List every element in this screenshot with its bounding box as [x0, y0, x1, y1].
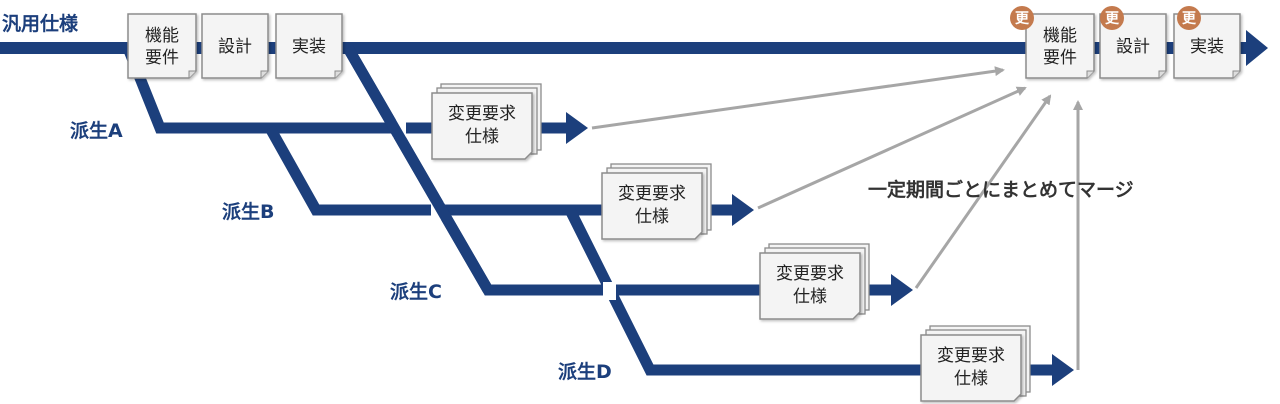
- change-request-c-line1: 変更要求: [776, 264, 844, 284]
- branch-c-over: [343, 45, 493, 293]
- main-end-doc-impl: [1173, 13, 1241, 79]
- merge-arrow-c: [914, 94, 1052, 289]
- main-branch-label: 汎用仕様: [2, 12, 79, 35]
- update-badge-1: 更: [1010, 6, 1034, 30]
- branch-b-label: 派生B: [222, 200, 274, 223]
- branch-d-arrowhead: [1052, 354, 1074, 386]
- change-request-stack-b: [601, 163, 712, 240]
- main-start-doc-1-line2: 要件: [145, 48, 179, 68]
- change-request-stack-d: [920, 325, 1031, 402]
- branch-a-label: 派生A: [70, 119, 123, 142]
- svg-text:更: 更: [1105, 11, 1120, 27]
- main-end-doc-machine: [1025, 13, 1095, 79]
- branch-b-line: [265, 125, 735, 216]
- change-request-b-line1: 変更要求: [618, 184, 686, 204]
- change-request-a-line2: 仕様: [465, 127, 499, 147]
- merge-arrow-b: [757, 86, 1027, 210]
- branch-b-arrowhead: [732, 194, 754, 226]
- change-request-c-line2: 仕様: [793, 287, 827, 307]
- main-end-doc-1-line2: 要件: [1043, 48, 1077, 68]
- branch-a-arrowhead: [566, 112, 588, 144]
- branch-arrowheads: [566, 112, 1074, 386]
- main-end-doc-design: [1099, 13, 1167, 79]
- main-end-doc-3-line1: 実装: [1190, 37, 1224, 57]
- main-branch-arrowhead: [1246, 30, 1268, 66]
- main-start-doc-impl: [275, 13, 343, 79]
- main-start-doc-1-line1: 機能: [145, 26, 179, 46]
- update-badge-3: 更: [1177, 6, 1201, 30]
- main-end-doc-1-line1: 機能: [1043, 26, 1077, 46]
- branch-d-line: [565, 207, 1055, 376]
- merge-note: 一定期間ごとにまとめてマージ: [868, 178, 1134, 201]
- change-request-stack-c: [759, 243, 870, 320]
- gap-c: [603, 282, 616, 300]
- change-request-a-line1: 変更要求: [448, 104, 516, 124]
- merge-arrows: [591, 66, 1083, 370]
- change-request-d-line1: 変更要求: [937, 346, 1005, 366]
- main-start-doc-2-line1: 設計: [218, 37, 252, 57]
- main-start-doc-machine: [127, 13, 197, 79]
- branch-d-label: 派生D: [558, 360, 612, 383]
- branch-c-label: 派生C: [390, 280, 442, 303]
- merge-arrow-a: [591, 66, 1005, 130]
- main-start-doc-3-line1: 実装: [292, 37, 326, 57]
- svg-text:更: 更: [1015, 11, 1030, 27]
- main-start-doc-design: [201, 13, 269, 79]
- svg-text:更: 更: [1182, 11, 1197, 27]
- change-request-b-line2: 仕様: [635, 207, 669, 227]
- change-request-d-line2: 仕様: [954, 369, 988, 389]
- update-badge-2: 更: [1100, 6, 1124, 30]
- branch-c-arrowhead: [891, 274, 913, 306]
- main-end-doc-2-line1: 設計: [1116, 37, 1150, 57]
- change-request-stack-a: [431, 83, 542, 160]
